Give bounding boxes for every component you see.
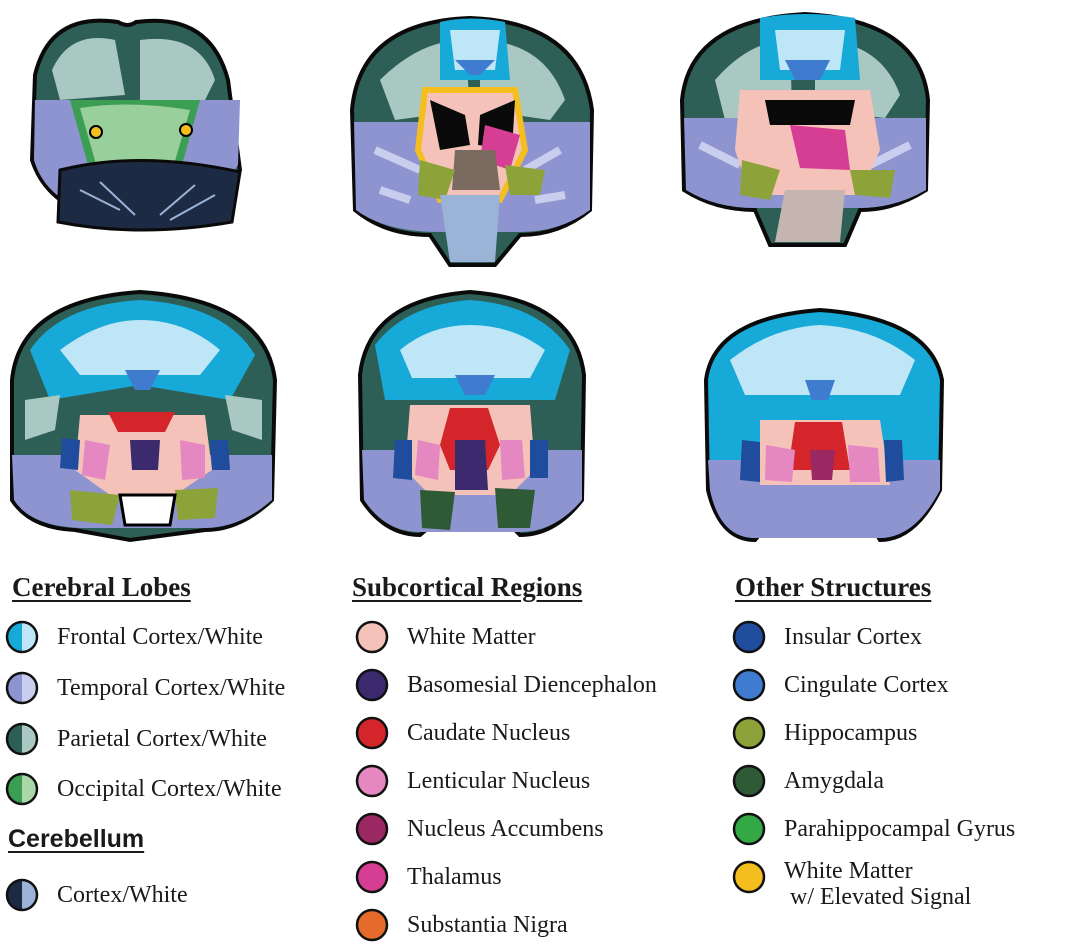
- cingulate-cortex-swatch-icon: [732, 668, 766, 702]
- lenticular-nucleus-label: Lenticular Nucleus: [407, 768, 590, 794]
- legend-item-cingulate-cortex: Cingulate Cortex: [732, 666, 949, 704]
- thalamus-label: Thalamus: [407, 864, 502, 890]
- parietal-swatch-icon: [5, 722, 39, 756]
- legend-item-caudate-nucleus: Caudate Nucleus: [355, 714, 570, 752]
- legend-item-frontal: Frontal Cortex/White: [5, 618, 263, 656]
- white-matter-swatch-icon: [355, 620, 389, 654]
- caudate-nucleus-swatch-icon: [355, 716, 389, 750]
- amygdala-swatch-icon: [732, 764, 766, 798]
- brain-slice-5: [360, 292, 584, 535]
- thalamus-swatch-icon: [355, 860, 389, 894]
- cerebellum-label: Cortex/White: [57, 882, 188, 908]
- insular-cortex-label: Insular Cortex: [784, 624, 922, 650]
- frontal-swatch-icon: [5, 620, 39, 654]
- occipital-label: Occipital Cortex/White: [57, 776, 282, 802]
- parahippocampal-gyrus-label: Parahippocampal Gyrus: [784, 816, 1015, 842]
- brain-slice-3: [682, 14, 928, 245]
- legend-item-white-matter: White Matter: [355, 618, 536, 656]
- other-structures-heading: Other Structures: [735, 572, 931, 603]
- hippocampus-label: Hippocampus: [784, 720, 917, 746]
- brain-slices-panel: [0, 0, 1077, 560]
- brain-slice-4: [12, 292, 275, 540]
- nucleus-accumbens-swatch-icon: [355, 812, 389, 846]
- legend-item-substantia-nigra: Substantia Nigra: [355, 906, 568, 944]
- brain-slice-2: [352, 18, 592, 265]
- white-matter-label: White Matter: [407, 624, 536, 650]
- legend-item-occipital: Occipital Cortex/White: [5, 770, 282, 808]
- amygdala-label: Amygdala: [784, 768, 884, 794]
- legend-item-insular-cortex: Insular Cortex: [732, 618, 922, 656]
- legend-item-temporal: Temporal Cortex/White: [5, 669, 285, 707]
- basomesial-diencephalon-label: Basomesial Diencephalon: [407, 672, 657, 698]
- insular-cortex-swatch-icon: [732, 620, 766, 654]
- caudate-nucleus-label: Caudate Nucleus: [407, 720, 570, 746]
- cerebellum-heading: Cerebellum: [8, 825, 144, 854]
- cerebellum-swatch-icon: [5, 878, 39, 912]
- legend-item-parahippocampal-gyrus: Parahippocampal Gyrus: [732, 810, 1015, 848]
- hippocampus-swatch-icon: [732, 716, 766, 750]
- basomesial-diencephalon-swatch-icon: [355, 668, 389, 702]
- substantia-nigra-swatch-icon: [355, 908, 389, 942]
- parahippocampal-gyrus-swatch-icon: [732, 812, 766, 846]
- brain-slice-6: [706, 310, 942, 540]
- legend-item-lenticular-nucleus: Lenticular Nucleus: [355, 762, 590, 800]
- legend-item-white-matter: White Matter w/ Elevated Signal: [732, 858, 971, 928]
- frontal-label: Frontal Cortex/White: [57, 624, 263, 650]
- temporal-swatch-icon: [5, 671, 39, 705]
- white-matter-label: White Matter w/ Elevated Signal: [784, 858, 971, 910]
- subcortical-regions-heading: Subcortical Regions: [352, 572, 582, 603]
- legend-item-basomesial-diencephalon: Basomesial Diencephalon: [355, 666, 657, 704]
- nucleus-accumbens-label: Nucleus Accumbens: [407, 816, 604, 842]
- legend-item-cerebellum: Cortex/White: [5, 876, 188, 914]
- legend-item-thalamus: Thalamus: [355, 858, 502, 896]
- legend-item-hippocampus: Hippocampus: [732, 714, 917, 752]
- substantia-nigra-label: Substantia Nigra: [407, 912, 568, 938]
- legend-item-nucleus-accumbens: Nucleus Accumbens: [355, 810, 604, 848]
- brain-slice-1: [32, 21, 240, 230]
- cerebral-lobes-heading: Cerebral Lobes: [12, 572, 191, 603]
- white-matter-swatch-icon: [732, 860, 766, 894]
- legend-item-parietal: Parietal Cortex/White: [5, 720, 267, 758]
- lenticular-nucleus-swatch-icon: [355, 764, 389, 798]
- temporal-label: Temporal Cortex/White: [57, 675, 285, 701]
- legend-item-amygdala: Amygdala: [732, 762, 884, 800]
- occipital-swatch-icon: [5, 772, 39, 806]
- cingulate-cortex-label: Cingulate Cortex: [784, 672, 949, 698]
- parietal-label: Parietal Cortex/White: [57, 726, 267, 752]
